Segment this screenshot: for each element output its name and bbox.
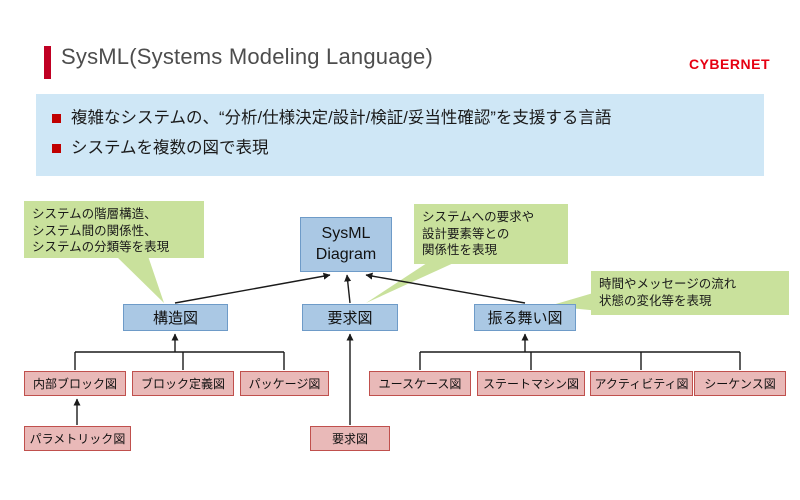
node-requirement-leaf-diagram: 要求図 xyxy=(310,426,390,451)
page-title: SysML(Systems Modeling Language) xyxy=(61,44,434,69)
callout-structure: システムの階層構造、 システム間の関係性、 システムの分類等を表現 xyxy=(24,201,204,258)
callout-requirement: システムへの要求や 設計要素等との 関係性を表現 xyxy=(414,204,568,264)
node-parametric-diagram: パラメトリック図 xyxy=(24,426,131,451)
node-package-diagram: パッケージ図 xyxy=(240,371,329,396)
node-internal-block-diagram: 内部ブロック図 xyxy=(24,371,126,396)
bullet-square-icon xyxy=(52,143,61,153)
cybernet-logo: CYBERNET xyxy=(688,56,770,72)
summary-banner: 複雑なシステムの、“分析/仕様決定/設計/検証/妥当性確認”を支援する言語 シス… xyxy=(36,94,764,176)
bullet-text: 複雑なシステムの、“分析/仕様決定/設計/検証/妥当性確認”を支援する言語 xyxy=(71,109,612,127)
node-requirement-diagram: 要求図 xyxy=(302,304,398,331)
node-sysml-diagram: SysML Diagram xyxy=(300,217,392,272)
node-state-machine-diagram: ステートマシン図 xyxy=(477,371,585,396)
node-activity-diagram: アクティビティ図 xyxy=(590,371,693,396)
callout-tail-requirement xyxy=(366,261,458,303)
callout-behavior: 時間やメッセージの流れ 状態の変化等を表現 xyxy=(591,271,789,315)
bullet-item: 複雑なシステムの、“分析/仕様決定/設計/検証/妥当性確認”を支援する言語 xyxy=(52,108,748,129)
node-block-definition-diagram: ブロック定義図 xyxy=(132,371,234,396)
bullet-text: システムを複数の図で表現 xyxy=(71,138,269,157)
title-accent-bar xyxy=(44,46,51,79)
node-structure-diagram: 構造図 xyxy=(123,304,228,331)
node-use-case-diagram: ユースケース図 xyxy=(369,371,471,396)
bullet-item: システムを複数の図で表現 xyxy=(52,138,748,159)
node-sequence-diagram: シーケンス図 xyxy=(694,371,786,396)
node-behavior-diagram: 振る舞い図 xyxy=(474,304,576,331)
callout-tail-structure xyxy=(116,256,164,303)
bullet-square-icon xyxy=(52,114,61,123)
